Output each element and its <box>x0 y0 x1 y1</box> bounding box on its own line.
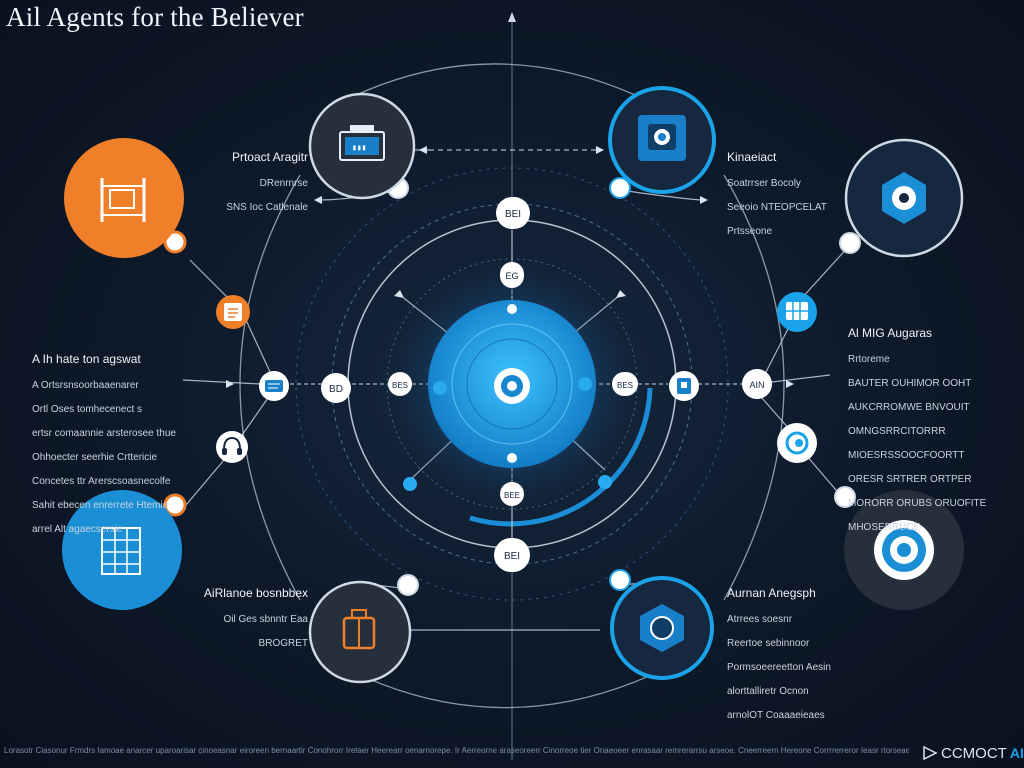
label-bottom-right-line: alorttalliretr Ocnon <box>727 686 809 697</box>
central-hub <box>372 244 652 524</box>
label-mid-left-line: ertsr comaannie arsterosee thue <box>32 428 176 439</box>
label-top-left-heading: Prtoact Aragitr <box>231 150 308 164</box>
label-bottom-right-line: Atrrees soesnr <box>727 614 793 625</box>
processor-icon <box>638 115 686 161</box>
page-title: Ail Agents for the Believer <box>6 2 304 32</box>
badge-left-inner[interactable] <box>259 371 289 401</box>
label-mid-left-line: Sahit ebecen enrerrete Htemie <box>32 500 169 511</box>
headset-icon <box>222 436 242 455</box>
label-mid-right-line: ORESR SRTRER ORTPER <box>848 474 972 485</box>
center-tag-right-outer[interactable]: AIN <box>742 369 772 399</box>
node-bottom-right[interactable] <box>610 576 714 680</box>
grid-icon <box>786 302 808 320</box>
label-mid-left-heading: A Ih hate ton agswat <box>32 352 141 366</box>
card-icon <box>265 380 283 392</box>
luggage-icon <box>342 609 376 650</box>
label-mid-right: Al MIG Augaras Rrtoreme BAUTER OUHIMOR O… <box>848 314 998 534</box>
label-mid-left-line: arrel Alt agaecsersie <box>32 524 123 535</box>
label-mid-right-line: MHOSERRUCE <box>848 522 921 533</box>
building-icon <box>100 178 146 222</box>
target-icon <box>494 368 530 404</box>
monitor-icon: ▮▮▮ <box>339 125 385 161</box>
label-mid-right-line: AUKCRROMWE BNVOUIT <box>848 402 970 413</box>
node-bottom-left[interactable] <box>308 580 412 684</box>
swirl-icon <box>785 431 809 455</box>
center-tag-right-inner-text: BES <box>617 381 633 390</box>
center-tag-top1-text: BEI <box>505 209 521 220</box>
label-mid-right-heading: Al MIG Augaras <box>848 326 933 340</box>
label-mid-right-line: Rrtoreme <box>848 354 890 365</box>
brand-logo[interactable]: CCMOCT AI <box>922 742 1024 764</box>
label-top-right-line: Seeoio NTEOPCELAT <box>727 202 827 213</box>
hexagon-icon <box>882 172 926 224</box>
label-top-left-line: SNS Ioc Catlenale <box>226 202 308 213</box>
badge-orange-left[interactable] <box>216 295 250 329</box>
center-tag-right-inner[interactable]: BES <box>612 372 638 396</box>
label-bottom-left-line: BROGRET <box>258 638 308 649</box>
node-right-top[interactable] <box>844 138 964 258</box>
document-icon <box>224 303 242 321</box>
gear-icon <box>874 520 934 580</box>
label-bottom-right-heading: Aurnan Anegsph <box>727 586 816 600</box>
label-mid-right-line: BAUTER OUHIMOR OOHT <box>848 378 972 389</box>
badge-blue-right[interactable] <box>777 292 817 332</box>
label-mid-left-line: Ortl Oses tomhecenect s <box>32 404 143 415</box>
office-building-icon <box>101 527 141 575</box>
label-bottom-right-line: arnolOT Coaaaeieaes <box>727 710 825 721</box>
center-tag-left-inner[interactable]: BES <box>388 372 412 396</box>
center-tag-left-outer-text: BD <box>329 384 343 395</box>
node-right-bottom[interactable] <box>844 490 964 610</box>
label-mid-left-line: Concetes ttr Arerscsoasnecolfe <box>32 476 171 487</box>
center-tag-bottom1[interactable]: BEE <box>500 482 524 506</box>
cup-icon <box>677 378 691 394</box>
label-top-left-line: DRenrnrse <box>259 178 308 189</box>
label-mid-right-line: MORORR ORUBS ORUOFITE <box>848 498 987 509</box>
footer-text: Lorasotr Ciasonur Frmdrs Iamoae anarcer … <box>4 746 909 755</box>
center-tag-right-outer-text: AIN <box>749 380 764 390</box>
label-top-right-heading: Kinaeiact <box>727 150 777 164</box>
svg-text:▮▮▮: ▮▮▮ <box>352 144 366 153</box>
chip-icon <box>640 604 684 652</box>
badge-headset-left[interactable] <box>216 431 248 463</box>
node-left-top[interactable] <box>64 138 184 258</box>
center-tag-left-inner-text: BES <box>392 381 408 390</box>
node-top-left[interactable]: ▮▮▮ <box>308 92 416 200</box>
center-tag-bottom1-text: BEE <box>504 491 520 500</box>
label-top-right: Kinaeiact Soatrrser Bocoly Seeoio NTEOPC… <box>727 138 837 238</box>
label-top-left: Prtoact Aragitr DRenrnrse SNS Ioc Catlen… <box>200 138 308 214</box>
center-tag-left-outer[interactable]: BD <box>321 373 351 403</box>
label-mid-right-line: OMNGSRRCITORRR <box>848 426 946 437</box>
label-bottom-left-heading: AiRlanoe bosnbbex <box>203 586 308 600</box>
brand-arrow-icon <box>923 745 938 761</box>
label-top-right-line: Prtsseone <box>727 226 773 237</box>
brand-badge: AI <box>1009 745 1024 761</box>
center-tag-top2-text: EG <box>505 271 518 281</box>
label-bottom-right: Aurnan Anegsph Atrrees soesnr Reertoe se… <box>727 574 847 722</box>
center-tag-bottom2-text: BEI <box>504 551 520 562</box>
center-tag-top1[interactable]: BEI <box>496 197 530 229</box>
label-mid-left-line: A Ortsrsnsoorbaaenarer <box>32 380 139 391</box>
node-left-bottom[interactable] <box>62 490 182 610</box>
label-mid-left-line: Ohhoecter seerhie Crttericie <box>32 452 158 463</box>
label-mid-left: A Ih hate ton agswat A Ortsrsnsoorbaaena… <box>32 340 190 536</box>
brand-name: CCMOCT <box>941 744 1007 762</box>
label-top-right-line: Soatrrser Bocoly <box>727 178 801 189</box>
center-tag-bottom2[interactable]: BEI <box>494 538 530 572</box>
label-bottom-left-line: Oil Ges sbnntr Eaa <box>223 614 308 625</box>
label-bottom-right-line: Pormsoeereetton Aesin <box>727 662 831 673</box>
badge-right-inner[interactable] <box>669 371 699 401</box>
node-top-right[interactable] <box>608 86 716 194</box>
label-mid-right-line: MIOESRSSOOCFOORTT <box>848 450 965 461</box>
badge-swirl-right[interactable] <box>777 423 817 463</box>
label-bottom-right-line: Reertoe sebinnoor <box>727 638 810 649</box>
label-bottom-left: AiRlanoe bosnbbex Oil Ges sbnntr Eaa BRO… <box>196 574 308 650</box>
center-tag-top2[interactable]: EG <box>500 262 524 288</box>
